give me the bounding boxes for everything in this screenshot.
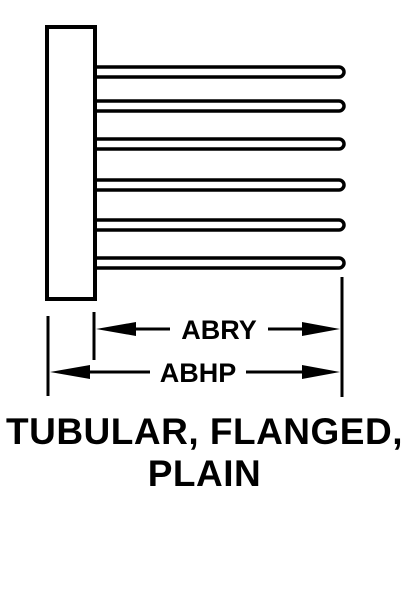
caption-line-1: TUBULAR, FLANGED,: [6, 411, 403, 452]
flange-plate: [45, 25, 97, 301]
arrowhead-right: [302, 322, 340, 336]
tube: [97, 99, 346, 113]
arrowhead-left: [50, 365, 90, 379]
dimension-outer: ABHP: [50, 358, 340, 388]
tube: [97, 178, 346, 192]
extension-lines: [46, 277, 344, 397]
arrowhead-left: [96, 322, 136, 336]
tube: [97, 65, 346, 79]
dimension-label-outer: ABHP: [160, 358, 237, 388]
tube: [97, 256, 346, 270]
caption-line-2: PLAIN: [147, 453, 262, 494]
arrowhead-right: [302, 365, 340, 379]
tube: [97, 218, 346, 232]
dimension-inner: ABRY: [96, 315, 340, 345]
tube: [97, 137, 346, 151]
tube-group: [97, 65, 346, 270]
dimension-label-inner: ABRY: [181, 315, 257, 345]
